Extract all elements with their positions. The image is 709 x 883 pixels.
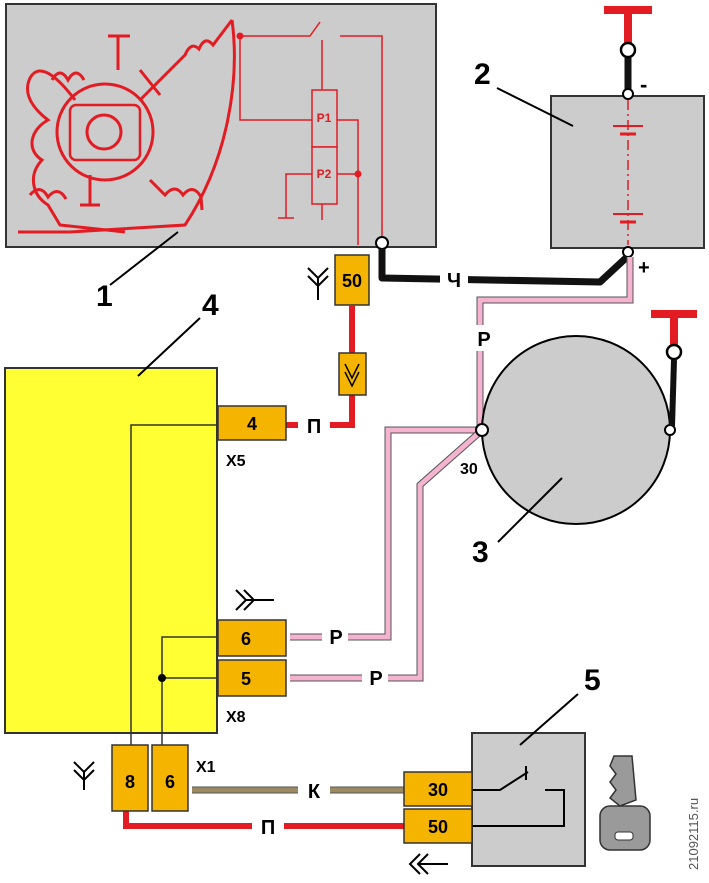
connector-x8-pin-6-label: 6 xyxy=(241,629,251,649)
connector-x5-pin xyxy=(217,405,287,441)
wire-pink-x8: Р Р xyxy=(290,426,483,690)
wire-brown-label: К xyxy=(308,781,321,803)
ground-symbol-generator xyxy=(651,310,697,427)
relay-p1-label: P1 xyxy=(317,111,332,125)
mounting-block-number: 4 xyxy=(202,289,219,322)
wire-brown: К xyxy=(192,777,404,803)
plug-symbol-x8 xyxy=(235,589,274,611)
wire-pink-label-top: Р xyxy=(477,329,490,351)
battery-unit: 2 - + xyxy=(474,58,705,279)
starter-b-terminal xyxy=(375,236,389,250)
switch-terminal-30 xyxy=(403,771,473,807)
generator-ground-terminal xyxy=(664,424,676,436)
connector-x1-pin-8-label: 8 xyxy=(125,772,135,792)
connector-x8-name: X8 xyxy=(226,709,246,726)
ignition-switch-contacts xyxy=(472,766,565,827)
mounting-block-internal-wiring xyxy=(130,424,218,745)
wire-pink-label-x8-6: Р xyxy=(329,627,342,649)
switch-terminal-50-label: 50 xyxy=(428,817,448,837)
generator-number: 3 xyxy=(472,536,489,569)
starter-relay-wiring xyxy=(239,21,383,245)
connector-x5-pin-label: 4 xyxy=(247,414,257,434)
wire-black: Ч xyxy=(378,249,630,292)
relay-p1-box xyxy=(311,89,338,148)
mounting-block-body xyxy=(4,367,218,734)
plug-symbol-starter xyxy=(307,267,329,300)
wire-red-label-x5: П xyxy=(307,416,321,438)
ignition-switch-body xyxy=(471,732,586,867)
wire-black-label: Ч xyxy=(447,270,461,292)
wire-pink-label-x8-5: Р xyxy=(369,668,382,690)
generator-unit: 30 3 xyxy=(460,335,676,569)
fuse-link xyxy=(338,352,367,396)
watermark: 21092115.ru xyxy=(686,798,701,870)
wire-red-switch: П xyxy=(123,810,404,839)
block-leader-line xyxy=(137,317,201,377)
mounting-block-unit: 4 4 X5 6 5 X8 8 6 X1 xyxy=(4,289,287,812)
connector-x5-name: X5 xyxy=(226,453,246,470)
starter-terminal-50-label: 50 xyxy=(342,271,362,291)
generator-body xyxy=(481,335,671,525)
connector-x8-pin-5 xyxy=(217,659,287,697)
relay-p2-label: P2 xyxy=(317,167,332,181)
ground-symbol-battery xyxy=(604,6,652,100)
wire-red-label-switch: П xyxy=(261,817,275,839)
ignition-switch-number: 5 xyxy=(584,664,601,697)
starter-number: 1 xyxy=(96,280,113,313)
starter-leader-line xyxy=(109,231,179,286)
key-icon xyxy=(599,755,651,851)
battery-cells xyxy=(613,100,643,245)
starter-panel xyxy=(5,3,437,248)
wire-red-x5: П xyxy=(285,305,367,438)
connector-x1-pin-6 xyxy=(151,744,189,812)
block-junction xyxy=(158,674,166,682)
plug-symbol-switch xyxy=(408,853,448,875)
relay-p2-box xyxy=(311,146,338,205)
relay-junction-right xyxy=(354,170,362,178)
connector-x1-name: X1 xyxy=(196,759,216,776)
ignition-switch-unit: 30 50 5 xyxy=(403,664,601,867)
switch-leader-line xyxy=(519,693,579,746)
switch-terminal-50 xyxy=(403,808,473,844)
connector-x1-pin-8 xyxy=(111,744,149,812)
switch-terminal-30-label: 30 xyxy=(428,780,448,800)
starter-terminal-50 xyxy=(334,254,370,306)
plug-symbol-x1 xyxy=(73,761,95,790)
starter-unit: P1 P2 1 50 xyxy=(5,3,437,313)
generator-leader-line xyxy=(497,477,563,543)
starter-windings xyxy=(18,19,236,234)
connector-x8-pin-5-label: 5 xyxy=(241,669,251,689)
relay-junction-top xyxy=(236,32,244,40)
connector-x1-pin-6-label: 6 xyxy=(165,772,175,792)
battery-leader-line xyxy=(496,87,574,127)
generator-terminal-30 xyxy=(475,423,489,437)
battery-number: 2 xyxy=(474,58,491,91)
battery-positive-sign: + xyxy=(638,257,650,279)
wire-pink-battery: Р xyxy=(472,257,634,426)
generator-terminal-30-label: 30 xyxy=(460,461,478,478)
battery-negative-sign: - xyxy=(640,72,647,97)
connector-x8-pin-6 xyxy=(217,619,287,657)
